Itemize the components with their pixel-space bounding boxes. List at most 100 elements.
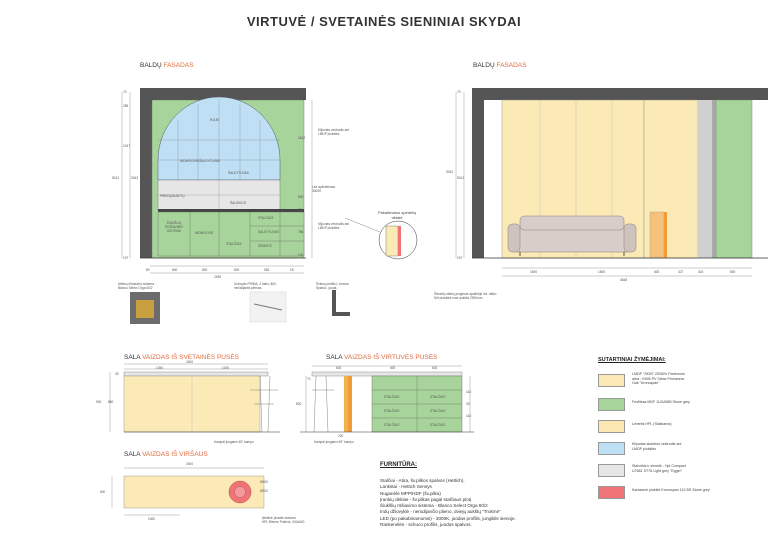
dim-bottom: 600 [234, 268, 240, 272]
dishrack-note: Dzinvylis PRIMA, 2 daliu, 800, nerūdijan… [234, 282, 277, 290]
furniture-item: Lankstai - Hettich Sensys [380, 484, 432, 490]
furniture-item: Rankenėlės - schuco profilis, juodos spa… [380, 522, 472, 528]
dim-bottom: 582 [264, 268, 270, 272]
section-island-kitchen: SALA VAIZDAS IŠ VIRTUVĖS PUSĖS [326, 354, 438, 361]
profile-photo [332, 290, 350, 316]
dim-left: 197 [457, 256, 463, 260]
legend-item: Fesfilesa MDF 112UM85 Stone grey [598, 396, 758, 412]
dim-left: 70 [123, 90, 127, 94]
profile-note: Šviesų profilis L formos Spalva - juoda [316, 282, 349, 290]
dim-right: 412 [466, 390, 472, 394]
dim-total: 2400 [186, 360, 194, 364]
legend-item: Karkasinė plokštė Kronospan 112 BS Stone… [598, 484, 758, 500]
plate-note: Įleistinė plokštė statoms HPL Bitvere Pu… [262, 516, 305, 524]
furniture-list: Stalčiai - Atira, šv.pilkos spalvos (Het… [380, 478, 516, 528]
dim-segment: 1150 [222, 366, 229, 370]
corner-note: Kampai jungiami 45° kampu [314, 440, 354, 444]
dim-bottom: 327 [678, 270, 684, 274]
legend-swatch [598, 398, 625, 411]
dim-segment: 600 [336, 366, 342, 370]
dim-right: 766 [298, 230, 304, 234]
cabinet-label-1: ŠIUKŠLIŲ RŪŠIAVIMO SISTEMA [165, 221, 183, 233]
dim-left: 285 [123, 104, 129, 108]
dim-left: 1247 [123, 144, 131, 148]
legend-swatch [598, 442, 625, 455]
drawer-label: STALČIUS [384, 409, 400, 413]
legend-item: Lentelis HPL (Stalinama) [598, 418, 758, 434]
dim-bottom: 80 [146, 268, 150, 272]
furniture-item: Indų džiovyklė - nerūdijančio plieno, dv… [380, 509, 501, 515]
shelf-label-1: INDAPLOVĖ/ŠALDYTUVAS [180, 159, 220, 163]
dim-left: 800 [296, 402, 302, 406]
radius-label: R1150 [210, 118, 220, 122]
dim-right: 800 [298, 195, 304, 199]
cabinet-label-2: INDAPLOVĖ [195, 231, 214, 235]
wall-left [140, 88, 152, 258]
left-facade-drawing [121, 88, 418, 324]
legend-item: LMDP "SKIN" 25260V Partenone arba : K695… [598, 372, 758, 388]
led-note: Led apšvietimas 3000K [312, 185, 336, 193]
ceiling-left [140, 88, 306, 100]
drawer-label: STALČIUS [384, 395, 400, 399]
legend-item: Stalviršis ir sienelė - Hpl Compact U768… [598, 462, 758, 478]
mirror-note: Klijuotas veidrodis ant LMDP plokštės [318, 128, 350, 136]
dim-left: 600 [100, 490, 106, 494]
legend-swatch [598, 486, 625, 499]
sofa-illustration [507, 215, 637, 256]
dim-right: 30 [466, 402, 470, 406]
dim-bottom: 600 [654, 270, 660, 274]
dim-bottom: 1500 [530, 270, 538, 274]
dim-left: 3042 [446, 170, 454, 174]
section-island-living: SALA VAIZDAS IŠ SVETAINĖS PUSĖS [124, 354, 240, 361]
legend-title: SUTARTINIAI ŽYMĖJIMAI: [598, 357, 666, 363]
shelf-label-2: ŠALDYTUVAS [228, 171, 249, 175]
section-facade-left: BALDŲ FASADAS [140, 62, 194, 69]
dim-bottom: 18 [290, 268, 294, 272]
dim-total: 4648 [620, 278, 628, 282]
dim-bottom: 1060 [148, 517, 156, 521]
dim-right: 1612 [298, 136, 306, 140]
dim-left: 860 [108, 400, 114, 404]
dim-bottom: 1500 [598, 270, 606, 274]
shelf-label-6: IŠSIMTIS [258, 244, 272, 248]
dim-right: 100 [298, 253, 304, 257]
furniture-item: Šiukšlių rūšiavimo sistema - Blanco Sele… [380, 503, 488, 509]
corner-note: Kampai jungiami 45° kampu [214, 440, 254, 444]
mirror-note-2: Klijuotas veidrodis ant LMDP plokštės [318, 222, 350, 230]
dim-right: Ø400 [260, 480, 268, 484]
dim-bottom: 220 [338, 434, 344, 438]
furniture-title: FURNITŪRA: [380, 462, 417, 468]
dim-right: 412 [466, 414, 472, 418]
right-facade-drawing [455, 88, 768, 277]
dim-right: 72 [298, 208, 302, 212]
shelf-label-4: ŠALDYTUVAS [258, 230, 279, 234]
detail-label: Pakabinamo spintelių detalė [378, 210, 417, 220]
dim-left: 900 [96, 400, 102, 404]
dim-bottom: 800 [172, 268, 178, 272]
dim-left: 5012 [457, 176, 465, 180]
legend-swatch [598, 464, 625, 477]
legend-swatch [598, 374, 625, 387]
section-island-top: SALA VAIZDAS IŠ VIRŠAUS [124, 451, 208, 458]
panel-note: Šienelių stiebų jungimas apatinėje vid. … [434, 292, 497, 300]
shelf-label-7: STALČIUS [226, 242, 242, 246]
dim-total: 2496 [214, 275, 222, 279]
dim-segment: 1350 [156, 366, 164, 370]
section-facade-right: BALDŲ FASADAS [473, 62, 527, 69]
furniture-item: Nuganėlė MPP/HDF (šv.pilka) [380, 490, 441, 496]
dim-left: 3042 [131, 176, 139, 180]
drawer-label: STALČIUS [430, 423, 446, 427]
dim-total: 2400 [186, 462, 194, 466]
dim-bottom: 402 [698, 270, 704, 274]
furniture-item: Stalčiai - Atira, šv.pilkos spalvos (Het… [380, 478, 465, 483]
island-living-drawing [109, 363, 280, 433]
dim-left: 70 [307, 377, 311, 381]
dim-segment: 600 [432, 366, 438, 370]
dim-bottom: 800 [730, 270, 736, 274]
dim-left: 197 [123, 256, 129, 260]
island-kitchen-drawing [300, 365, 474, 433]
dim-left: 30 [115, 372, 119, 376]
shelf-label-3: ŠALDIKLIS [230, 201, 247, 205]
shelf-label-8: STALČIUS [258, 216, 274, 220]
